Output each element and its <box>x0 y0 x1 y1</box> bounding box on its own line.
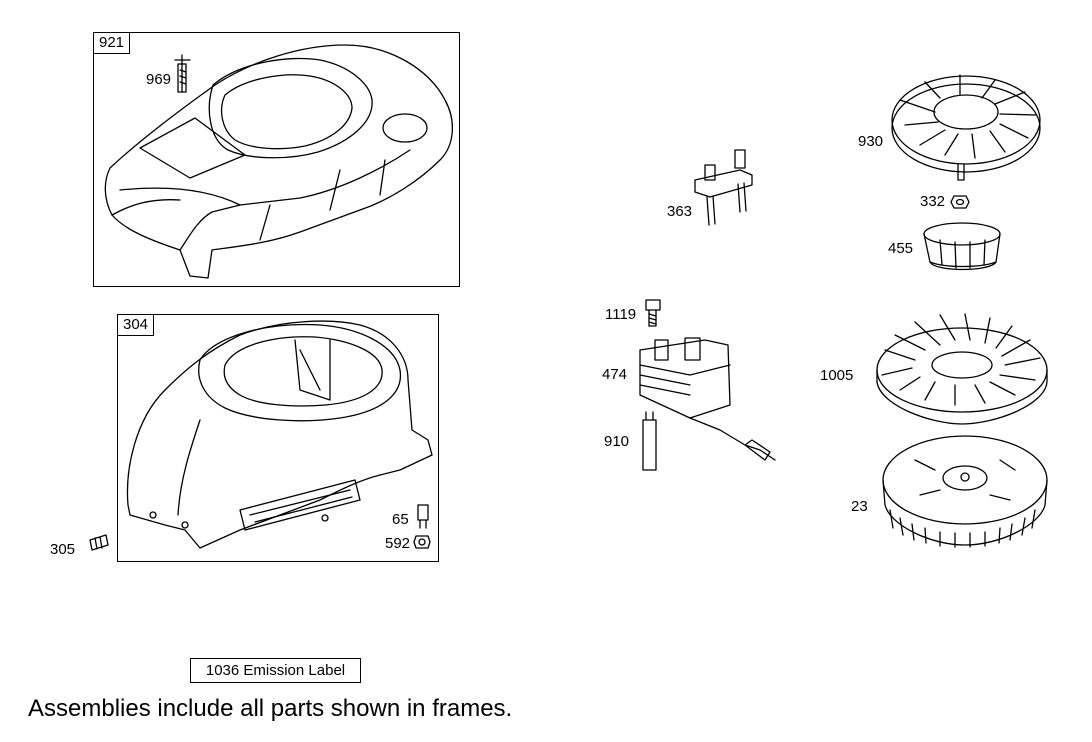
callout-23: 23 <box>851 498 868 515</box>
callout-474: 474 <box>602 366 628 383</box>
bracket-363-drawing <box>694 149 753 226</box>
screw-1119-drawing <box>645 299 661 327</box>
fan-1005-drawing <box>876 313 1048 425</box>
emission-label-box: 1036 Emission Label <box>190 658 361 683</box>
callout-969: 969 <box>146 71 172 88</box>
callout-455: 455 <box>888 240 914 257</box>
callout-305: 305 <box>50 541 76 558</box>
blower-housing-drawing <box>104 44 454 279</box>
assemblies-caption: Assemblies include all parts shown in fr… <box>28 695 513 722</box>
callout-363: 363 <box>667 203 693 220</box>
flywheel-23-drawing <box>882 435 1048 548</box>
callout-930: 930 <box>858 133 884 150</box>
callout-592: 592 <box>385 535 411 552</box>
callout-910: 910 <box>604 433 630 450</box>
frame-304-air-guide <box>117 314 439 562</box>
callout-1119: 1119 <box>605 306 637 323</box>
nut-332-drawing <box>950 195 970 209</box>
armature-474-drawing <box>639 337 776 461</box>
frame-tag-304: 304 <box>117 314 155 336</box>
callout-332: 332 <box>920 193 946 210</box>
rotating-screen-drawing <box>891 74 1041 181</box>
frame-921-blower-housing <box>93 32 460 287</box>
spacer-910-drawing <box>642 411 657 471</box>
starter-cup-drawing <box>923 222 1001 271</box>
callout-65: 65 <box>392 511 409 528</box>
air-guide-drawing <box>89 320 433 551</box>
callout-1005: 1005 <box>820 367 854 384</box>
frame-tag-921: 921 <box>93 32 131 54</box>
